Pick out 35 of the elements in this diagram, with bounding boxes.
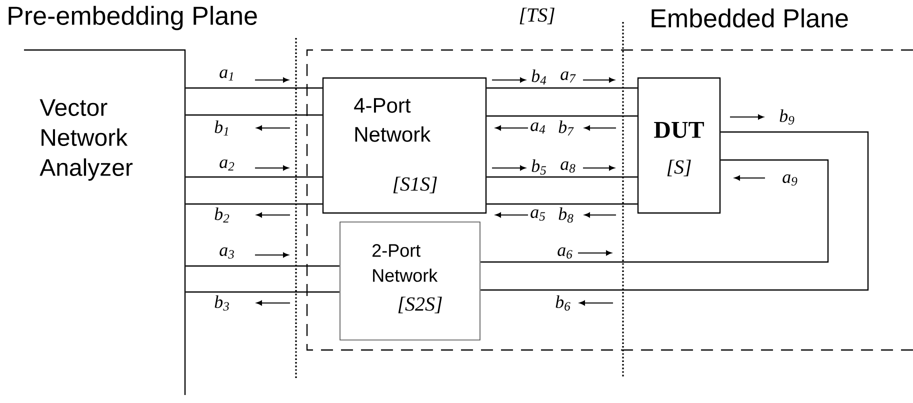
connector-line bbox=[186, 291, 340, 293]
signal-label: b$_{1}$ bbox=[214, 120, 228, 136]
connector-line bbox=[486, 176, 638, 178]
signal-label: a$_{3}$ bbox=[220, 247, 234, 259]
connector-line bbox=[186, 265, 340, 267]
connector-line bbox=[480, 159, 829, 263]
signal-label: b$_{6}$ bbox=[556, 295, 570, 311]
signal-label: b$_{2}$ bbox=[214, 207, 230, 223]
plane-title: Embedded Plane bbox=[652, 8, 848, 28]
signal-label: a$_{7}$ bbox=[560, 71, 576, 83]
signal-label: a$_{9}$ bbox=[782, 174, 798, 186]
signal-label: b$_{3}$ bbox=[214, 295, 229, 311]
connector-line bbox=[186, 176, 322, 178]
signal-label: a$_{2}$ bbox=[220, 159, 234, 171]
connector-line bbox=[486, 115, 638, 117]
signal-label: b$_{7}$ bbox=[558, 120, 574, 136]
network-box: 2-Port Network [S2S] bbox=[340, 222, 480, 340]
signal-label: a$_{1}$ bbox=[220, 69, 234, 81]
signal-label: b$_{5}$ bbox=[532, 159, 546, 175]
connector-line bbox=[486, 203, 638, 205]
connector-line bbox=[486, 87, 638, 89]
signal-label: a$_{6}$ bbox=[558, 247, 572, 259]
signal-label: b$_{8}$ bbox=[558, 207, 574, 223]
network-box: 4-Port Network [S1S] bbox=[322, 77, 487, 214]
signal-label: a$_{4}$ bbox=[530, 122, 546, 134]
connector-line bbox=[480, 131, 869, 291]
analyzer-panel: Vector Network Analyzer bbox=[24, 49, 186, 395]
signal-label: a$_{8}$ bbox=[560, 161, 576, 173]
signal-label: b$_{4}$ bbox=[532, 69, 546, 85]
connector-line bbox=[186, 114, 322, 116]
connector-line bbox=[186, 87, 322, 89]
device-box: DUT [S] bbox=[637, 77, 721, 214]
connector-line bbox=[186, 203, 322, 205]
signal-label: a$_{5}$ bbox=[530, 209, 546, 221]
signal-label: b$_{9}$ bbox=[780, 109, 794, 125]
